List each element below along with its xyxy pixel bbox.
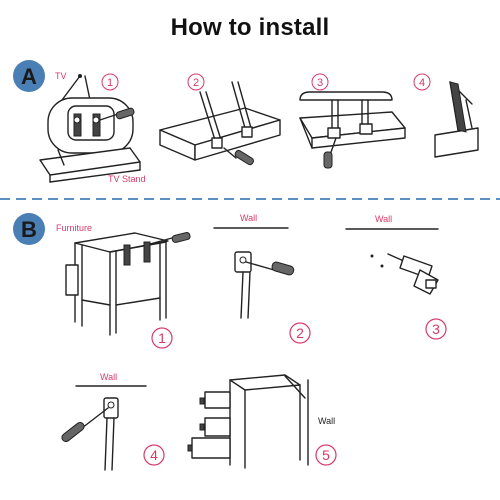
badge-a-letter: A <box>21 64 37 89</box>
b-step2-illustration <box>234 251 295 319</box>
badge-b: B <box>13 213 45 245</box>
b-step3-wall-label: Wall <box>375 214 392 224</box>
a-step3-number: 3 <box>311 73 329 91</box>
furniture-label: Furniture <box>56 223 92 233</box>
a-step4-illustration <box>434 81 479 158</box>
a-step1-illustration <box>39 74 141 183</box>
b-step5-number: 5 <box>315 444 337 466</box>
svg-text:3: 3 <box>432 321 440 337</box>
badge-a: A <box>13 60 45 92</box>
b-step4-number: 4 <box>143 444 165 466</box>
b-step5-illustration <box>187 374 309 469</box>
a-step2-number: 2 <box>187 73 205 91</box>
b-step2-number: 2 <box>289 322 311 344</box>
badge-b-letter: B <box>21 217 37 242</box>
b-step3-number: 3 <box>425 318 447 340</box>
svg-text:3: 3 <box>317 77 323 89</box>
b-step4-wall-label: Wall <box>100 372 117 382</box>
page-title: How to install <box>170 14 330 41</box>
b-step3-illustration <box>370 253 439 295</box>
svg-text:2: 2 <box>296 325 304 341</box>
svg-text:1: 1 <box>107 77 113 89</box>
svg-text:1: 1 <box>158 330 166 346</box>
tv-stand-label: TV Stand <box>108 174 146 184</box>
b-step5-wall-label: Wall <box>318 416 335 426</box>
a-step2-illustration <box>159 81 281 166</box>
b-step4-illustration <box>61 397 119 471</box>
a-step4-number: 4 <box>413 73 431 91</box>
svg-text:4: 4 <box>150 447 158 463</box>
b-step1-number: 1 <box>151 327 173 349</box>
b-step1-illustration <box>65 232 191 336</box>
svg-text:4: 4 <box>419 77 425 89</box>
svg-text:5: 5 <box>322 447 330 463</box>
b-step2-wall-label: Wall <box>240 213 257 223</box>
a-step1-number: 1 <box>101 73 119 91</box>
a-step3-illustration <box>299 91 406 169</box>
svg-text:2: 2 <box>193 77 199 89</box>
tv-label: TV <box>55 71 67 81</box>
